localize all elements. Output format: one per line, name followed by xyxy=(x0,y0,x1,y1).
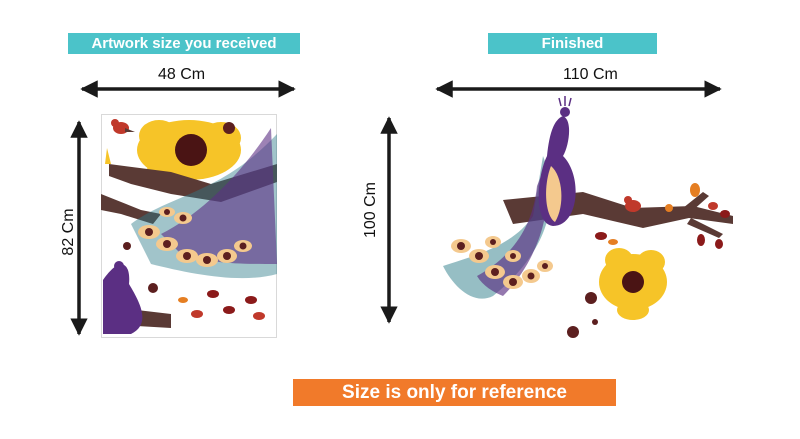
received-artwork-sheet xyxy=(101,114,277,338)
leaf-illustration xyxy=(178,290,265,320)
finished-label: Finished xyxy=(488,33,657,54)
feather-eyes xyxy=(138,207,252,267)
bee-illustration xyxy=(567,292,598,338)
finished-width-value: 110 Cm xyxy=(563,66,618,83)
received-width-value: 48 Cm xyxy=(158,66,206,83)
bird-illustration xyxy=(111,119,135,134)
reference-note: Size is only for reference xyxy=(293,379,616,406)
peacock-body-illustration xyxy=(103,261,143,334)
finished-height-value: 100 Cm xyxy=(362,181,379,239)
received-height-value: 82 Cm xyxy=(60,208,77,256)
feather-eyes xyxy=(451,236,553,289)
received-size-label: Artwork size you received xyxy=(68,33,300,54)
leaf-illustration xyxy=(595,183,730,249)
peacock-body-illustration xyxy=(538,96,576,226)
sunflower-illustration xyxy=(599,248,667,320)
finished-artwork xyxy=(443,96,733,338)
bee-illustration xyxy=(123,122,235,293)
bird-illustration xyxy=(624,196,641,212)
